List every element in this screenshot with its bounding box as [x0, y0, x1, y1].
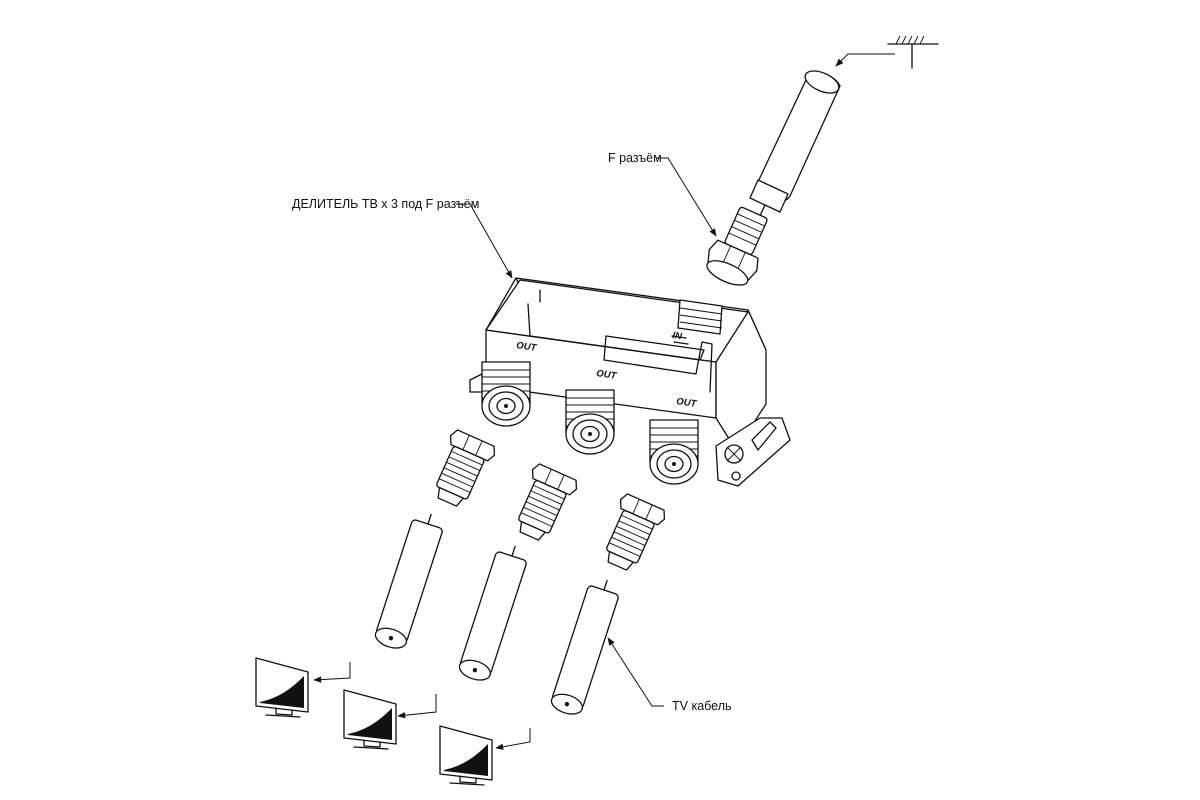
in-port [677, 299, 723, 335]
tv-cable-leader [607, 637, 664, 707]
out-port-right-label: OUT [676, 396, 699, 410]
antenna-icon [835, 35, 939, 69]
cable-left [372, 508, 447, 653]
f-connector-leader [656, 157, 717, 237]
cable-middle [456, 540, 531, 685]
in-port-label: IN [672, 330, 684, 342]
tv-icon [255, 657, 309, 718]
splitter-label: ДЕЛИТЕЛЬ ТВ х 3 под F разъём [292, 197, 479, 211]
f-plug-left [424, 427, 499, 513]
tv-icon [343, 689, 397, 750]
tv-icon [439, 725, 493, 786]
cable-right [548, 574, 623, 719]
out-port-middle-label: OUT [596, 368, 619, 382]
out-port-left-label: OUT [516, 340, 539, 354]
out-port-middle [565, 389, 615, 455]
f-plug-middle [506, 461, 581, 547]
tv-cable-label: TV кабель [672, 699, 732, 713]
splitter-leader [456, 203, 513, 279]
f-connector-top [706, 206, 768, 286]
out-port-right [649, 419, 699, 485]
out-port-left [481, 361, 531, 427]
arrow-to-tv-middle [397, 694, 437, 719]
f-connector-label: F разъём [608, 151, 662, 165]
f-plug-right [594, 491, 669, 577]
arrow-to-tv-left [313, 662, 351, 683]
input-cable [749, 70, 841, 221]
arrow-to-tv-right [495, 728, 531, 750]
